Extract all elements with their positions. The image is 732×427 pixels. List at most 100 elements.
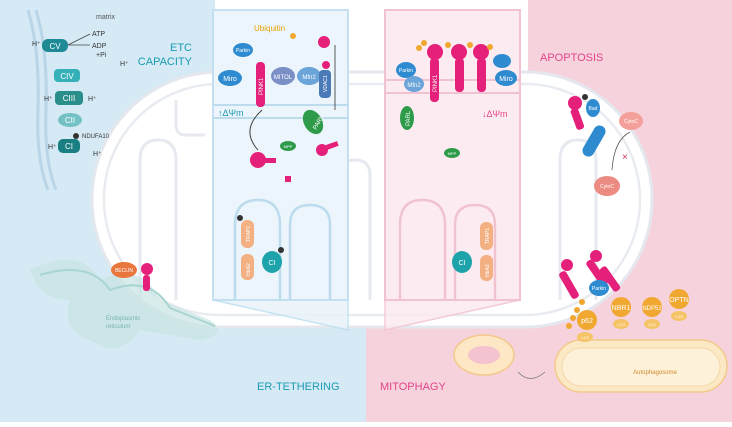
pink1-right-label: PINK1 bbox=[433, 74, 439, 92]
pink1-right-2 bbox=[455, 58, 464, 92]
ci-left bbox=[262, 251, 282, 273]
vdac1-left-label: VDAC1 bbox=[323, 75, 329, 92]
beclin-protein bbox=[111, 262, 137, 278]
ndufa10-label: NDUFA10 bbox=[82, 134, 110, 140]
htra2-right-label: HtrA2 bbox=[485, 264, 491, 277]
receptor-p62: p62 LC3 bbox=[577, 310, 597, 342]
miro-right bbox=[495, 70, 517, 86]
ci-left-label: CI bbox=[269, 260, 276, 267]
h-plus-ci-right: H⁺ bbox=[93, 151, 102, 158]
htra2-left-label: HtrA2 bbox=[246, 263, 252, 276]
lc3-optn-label: LC3 bbox=[675, 314, 683, 319]
mitol-left-label: MITOL bbox=[274, 75, 293, 81]
pink1-left-label: PINK1 bbox=[259, 77, 265, 95]
beclin-label: BECLIN bbox=[115, 268, 133, 274]
parkin-mito-label: Parkin bbox=[592, 286, 606, 292]
ci-right-label: CI bbox=[459, 260, 466, 267]
cytoc-bottom-label: CytoC bbox=[600, 184, 614, 190]
parkin-left-top bbox=[233, 43, 253, 57]
cytoc-bottom bbox=[594, 176, 620, 196]
complex-ii-label: CII bbox=[65, 116, 75, 125]
ci-right bbox=[452, 251, 472, 273]
complex-iii-label: CIII bbox=[63, 94, 75, 103]
pink1-mito-2 bbox=[586, 259, 608, 287]
ubq-chain-m4 bbox=[566, 323, 572, 329]
lysosome-content bbox=[468, 346, 500, 364]
complex-iv: CIV bbox=[54, 69, 80, 82]
trap1-left-label: TRAP1 bbox=[246, 226, 252, 242]
pink1-right-head-3 bbox=[473, 44, 489, 60]
pink1-cleaved-head bbox=[250, 152, 266, 168]
htra2-left bbox=[241, 254, 254, 280]
phospho-ci bbox=[73, 133, 79, 139]
apoptosis-title: APOPTOSIS bbox=[540, 52, 603, 64]
mpp-left bbox=[280, 141, 296, 151]
etc-capacity-title-line2: CAPACITY bbox=[138, 56, 193, 68]
lc3-nbr1-label: LC3 bbox=[617, 322, 625, 327]
pink1-er-stem bbox=[143, 275, 150, 291]
complex-i: CI bbox=[58, 139, 80, 153]
complex-iii: CIII bbox=[55, 91, 83, 105]
receptor-ndp52-label: NDP52 bbox=[642, 306, 662, 312]
etc-capacity-title-line1: ETC bbox=[170, 42, 192, 54]
phospho-left-1 bbox=[237, 215, 243, 221]
miro-left-label: Miro bbox=[223, 76, 237, 83]
lc3-p62-label: LC3 bbox=[581, 335, 589, 340]
ubq-chain-m2 bbox=[574, 307, 580, 313]
parkin-mito bbox=[589, 280, 609, 296]
pink1-right-3 bbox=[477, 58, 486, 92]
pi-label: +Pi bbox=[96, 52, 107, 59]
block-x: × bbox=[622, 152, 628, 163]
autophagosome-inner bbox=[561, 347, 721, 387]
ubq-r2 bbox=[421, 40, 427, 46]
er-label-line2: reticulum bbox=[106, 324, 130, 330]
bclxl-protein bbox=[582, 125, 606, 157]
parl-right bbox=[400, 106, 414, 130]
mfn2-left bbox=[297, 67, 321, 85]
receptor-nbr1: NBR1 LC3 bbox=[611, 297, 631, 329]
miro-left bbox=[218, 70, 242, 86]
pink1-right-1 bbox=[430, 58, 439, 102]
ubq-r4 bbox=[467, 42, 473, 48]
miro-right-label: Miro bbox=[499, 76, 513, 83]
er-reticulum-shape bbox=[30, 259, 218, 348]
trap1-right-label: TRAP1 bbox=[485, 228, 491, 244]
parl-left bbox=[302, 109, 324, 135]
pink1-cleaved-stem-2 bbox=[325, 141, 339, 150]
parkin-right-label: Parkin bbox=[399, 68, 413, 74]
pink1-er-head bbox=[141, 263, 153, 275]
pink1-fragment bbox=[285, 176, 291, 182]
receptor-optn: OPTN LC3 bbox=[669, 289, 689, 321]
htra2-right bbox=[480, 255, 493, 281]
h-plus-ci-left: H⁺ bbox=[48, 144, 57, 151]
pink1-mito-head-2 bbox=[590, 250, 602, 262]
ubq-r3 bbox=[445, 42, 451, 48]
pink1-apoptosis-head bbox=[568, 96, 582, 110]
complex-v: CV bbox=[42, 39, 68, 52]
pink1-left bbox=[256, 62, 265, 107]
cytoc-top bbox=[619, 112, 643, 130]
ubiquitin-chain-1 bbox=[318, 36, 330, 48]
complex-v-label: CV bbox=[49, 42, 61, 51]
autophagosome-label: Autophagosome bbox=[633, 370, 677, 376]
ubiquitin-dot bbox=[290, 33, 296, 39]
parkin-right-2 bbox=[493, 54, 511, 68]
lc3-ndp52-label: LC3 bbox=[648, 322, 656, 327]
pink1-mito-head-1 bbox=[561, 259, 573, 271]
receptor-nbr1-label: NBR1 bbox=[612, 305, 631, 312]
bad-label: Bad bbox=[589, 106, 598, 112]
ubiquitin-label: Ubiquitin bbox=[254, 24, 285, 33]
atp-label: ATP bbox=[92, 31, 105, 38]
delta-psi-up: ↑ΔΨm bbox=[218, 108, 244, 118]
receptor-optn-label: OPTN bbox=[669, 297, 688, 304]
mpp-left-label: MPP bbox=[284, 144, 293, 149]
trap1-right bbox=[480, 222, 493, 250]
parkin-left-top-label: Parkin bbox=[236, 48, 250, 54]
trap1-left bbox=[241, 220, 254, 248]
matrix-label: matrix bbox=[96, 14, 116, 21]
parkin-right bbox=[396, 62, 416, 78]
pink1-right-head-2 bbox=[451, 44, 467, 60]
h-plus-ciii-right: H⁺ bbox=[88, 96, 97, 103]
delta-psi-down: ↓ΔΨm bbox=[482, 109, 508, 119]
ubq-chain-m1 bbox=[579, 299, 585, 305]
